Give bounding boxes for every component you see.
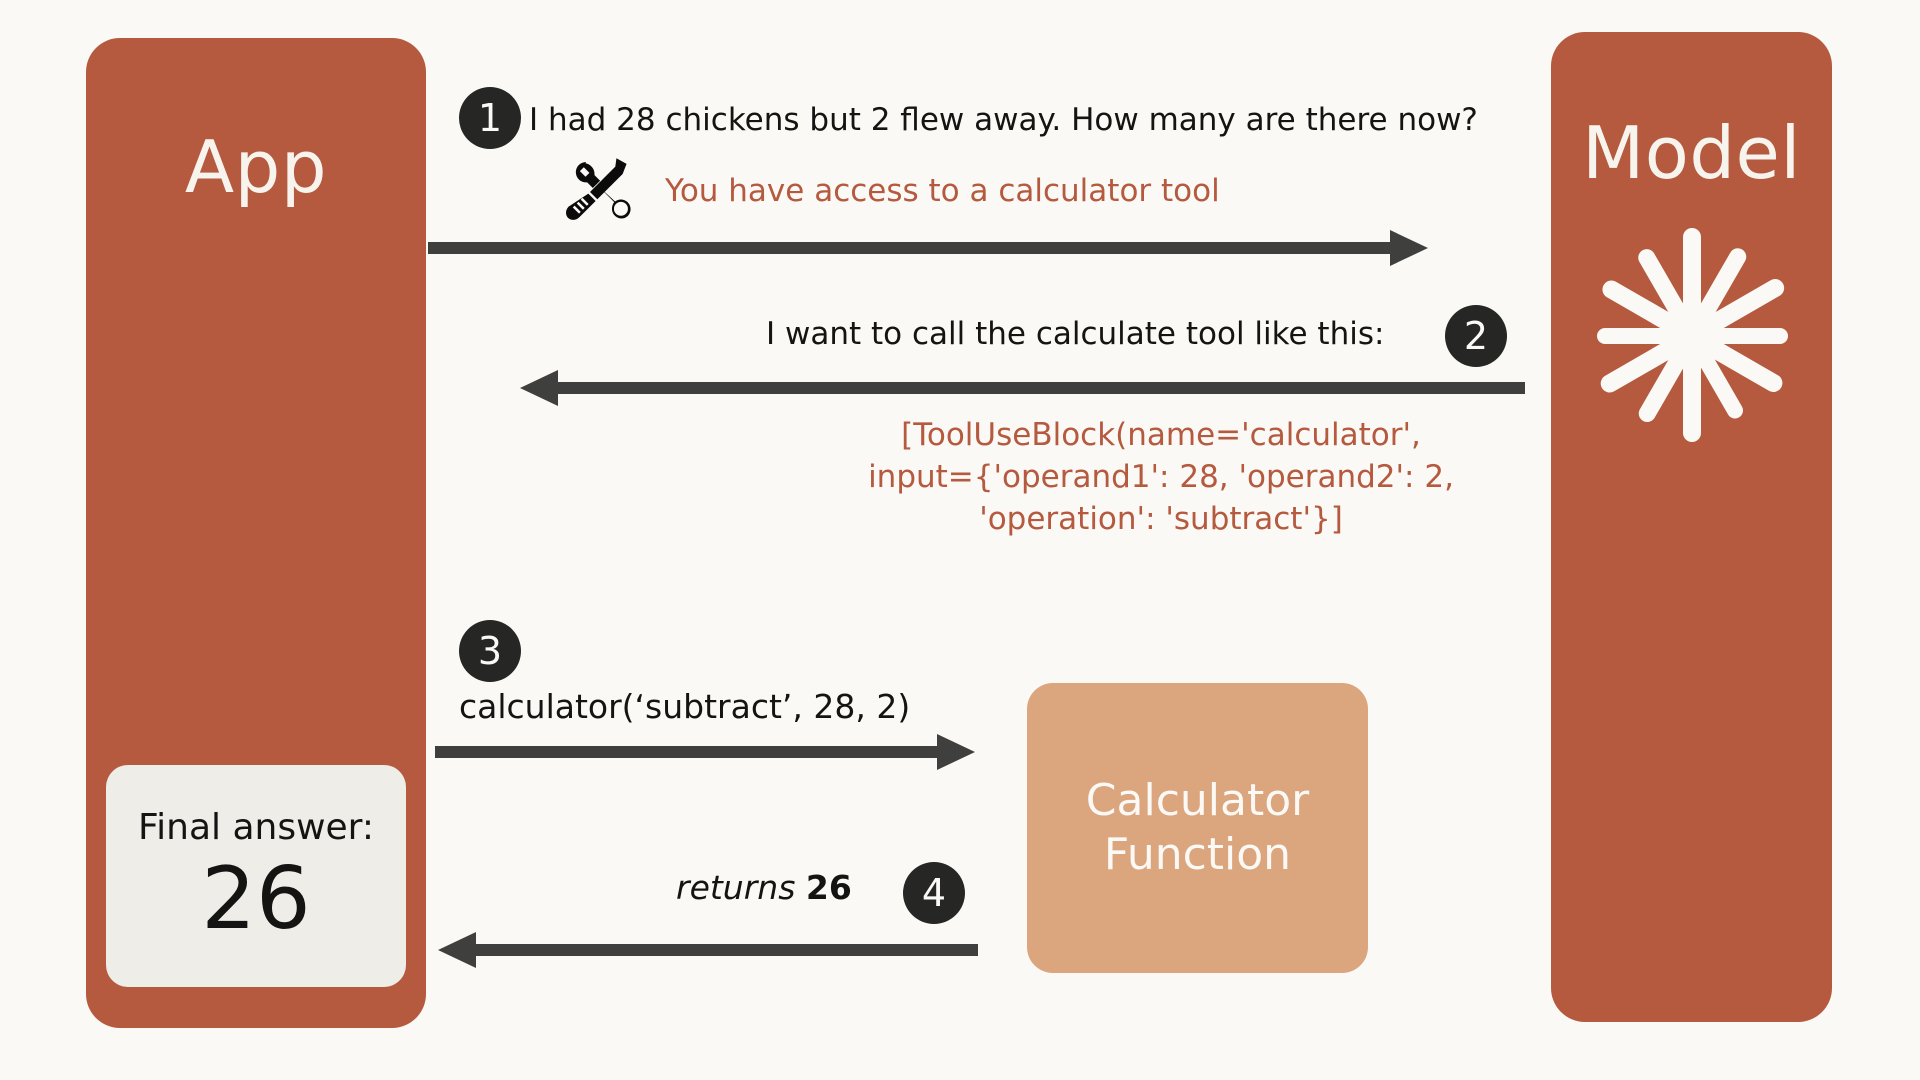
app-panel-title: App (184, 125, 328, 209)
step-3-message: calculator(‘subtract’, 28, 2) (459, 687, 911, 726)
calculator-box-line-1: Calculator (1085, 775, 1310, 827)
final-answer-value: 26 (201, 849, 311, 949)
arrow-calculator-to-app (438, 932, 978, 968)
step-badge-2: 2 (1445, 305, 1507, 367)
code-line-2: input={'operand1': 28, 'operand2': 2, (868, 458, 1454, 495)
arrow-app-to-calculator (435, 734, 975, 770)
step-badge-1: 1 (459, 87, 521, 149)
calculator-box-line-2: Function (1103, 829, 1292, 880)
code-line-1: [ToolUseBlock(name='calculator', (901, 417, 1421, 453)
arrow-app-to-model (428, 230, 1428, 266)
step-1-message: I had 28 chickens but 2 flew away. How m… (529, 102, 1478, 138)
starburst-icon (1596, 228, 1788, 442)
final-answer-label: Final answer: (138, 807, 374, 848)
model-panel-title: Model (1582, 111, 1801, 195)
final-answer-card: Final answer: 26 (106, 765, 406, 987)
step-badge-3: 3 (459, 620, 521, 682)
code-line-3: 'operation': 'subtract'}] (979, 500, 1343, 537)
arrow-model-to-app (520, 370, 1525, 406)
step-2-message: I want to call the calculate tool like t… (766, 316, 1385, 352)
step-4-returns-value: 26 (805, 868, 852, 907)
step-4-message: returns 26 (676, 868, 852, 908)
step-badge-4: 4 (903, 862, 965, 924)
calculator-function-box: Calculator Function (1027, 683, 1368, 973)
tools-icon (566, 158, 631, 220)
step-1-tool-note: You have access to a calculator tool (665, 173, 1220, 209)
model-panel: Model (1551, 32, 1832, 1022)
step-4-returns-word: returns (676, 868, 796, 907)
tool-use-code-block: [ToolUseBlock(name='calculator', input={… (836, 415, 1486, 541)
